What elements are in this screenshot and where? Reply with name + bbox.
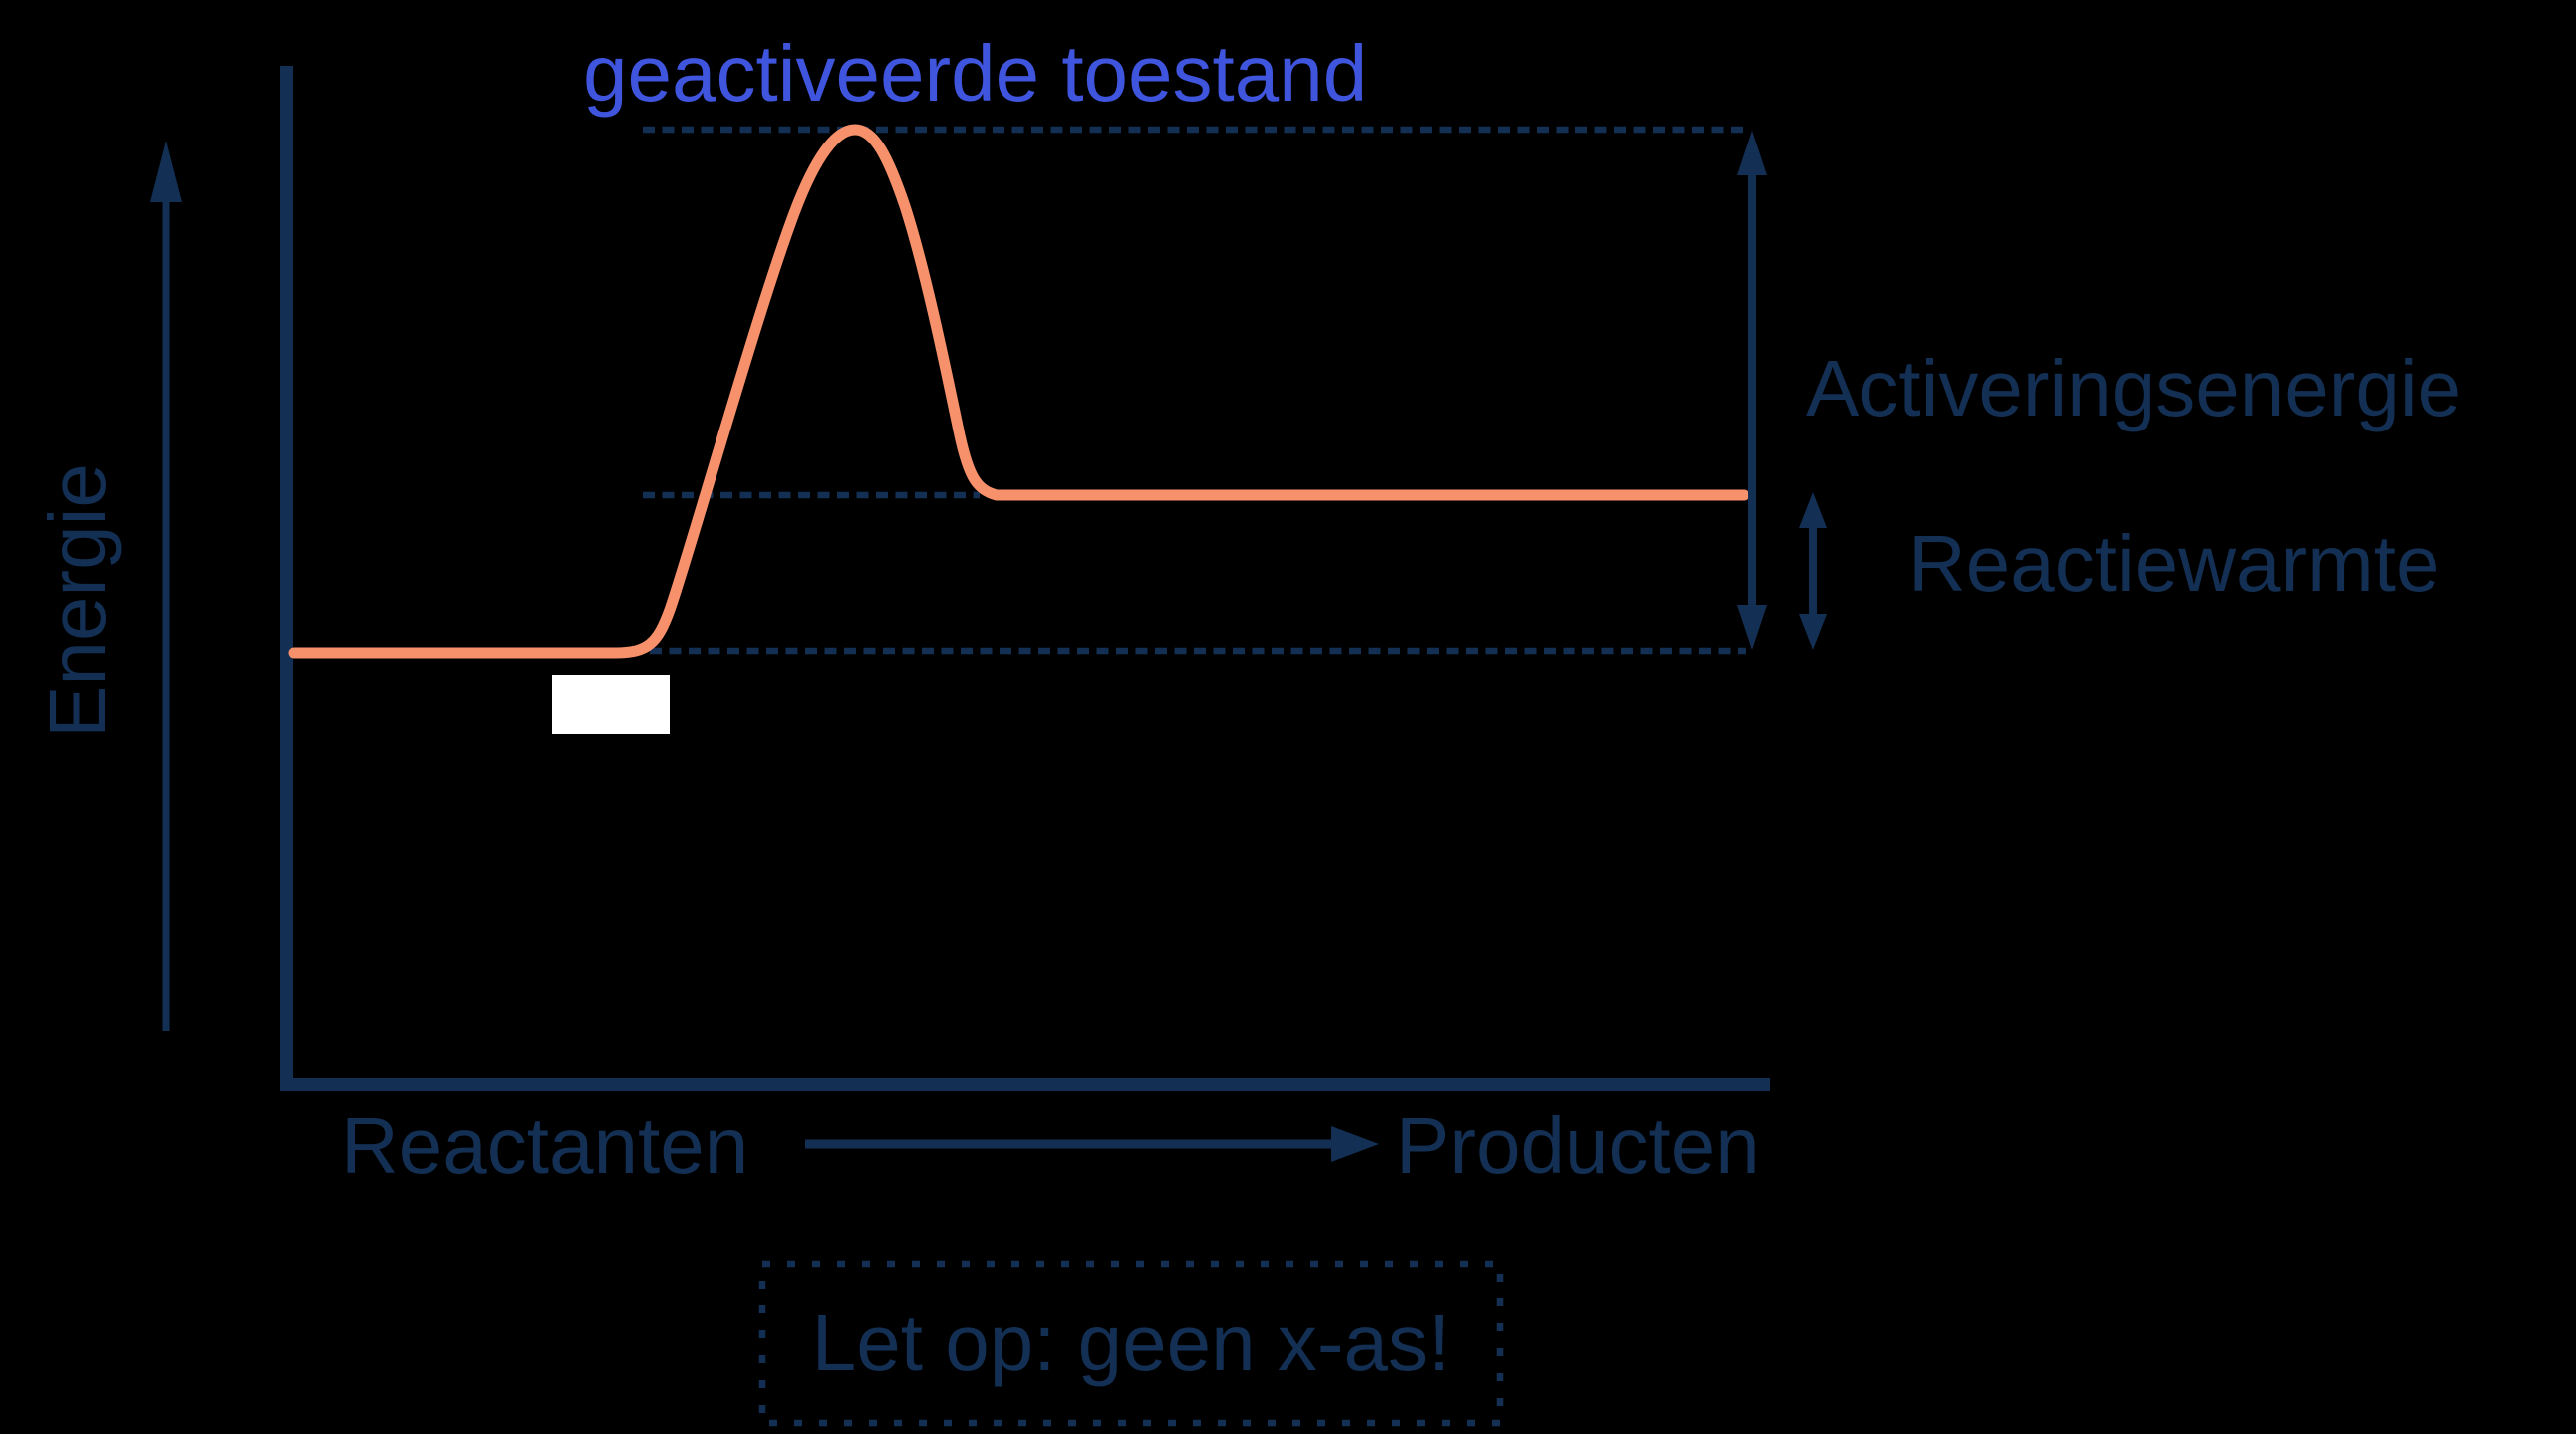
reaction-heat-label: Reactiewarmte (1908, 519, 2440, 608)
products-label: Producten (1396, 1101, 1760, 1190)
y-axis-label: Energie (33, 463, 122, 738)
note-box: Let op: geen x-as! (762, 1264, 1500, 1423)
white-patch (552, 675, 670, 734)
activation-energy-arrow (1737, 131, 1767, 650)
energy-curve (288, 124, 1750, 659)
activation-energy-label: Activeringsenergie (1806, 344, 2462, 432)
reaction-direction-arrow-icon (805, 1126, 1379, 1162)
reactants-label: Reactanten (341, 1101, 749, 1190)
y-axis-line (280, 66, 293, 1091)
energy-up-arrow-icon (150, 141, 182, 1031)
activated-state-title: geactiveerde toestand (583, 29, 1368, 118)
axes (280, 66, 1770, 1091)
x-axis-line (280, 1078, 1770, 1091)
no-x-axis-note: Let op: geen x-as! (811, 1298, 1451, 1387)
reaction-heat-arrow (1799, 492, 1827, 650)
